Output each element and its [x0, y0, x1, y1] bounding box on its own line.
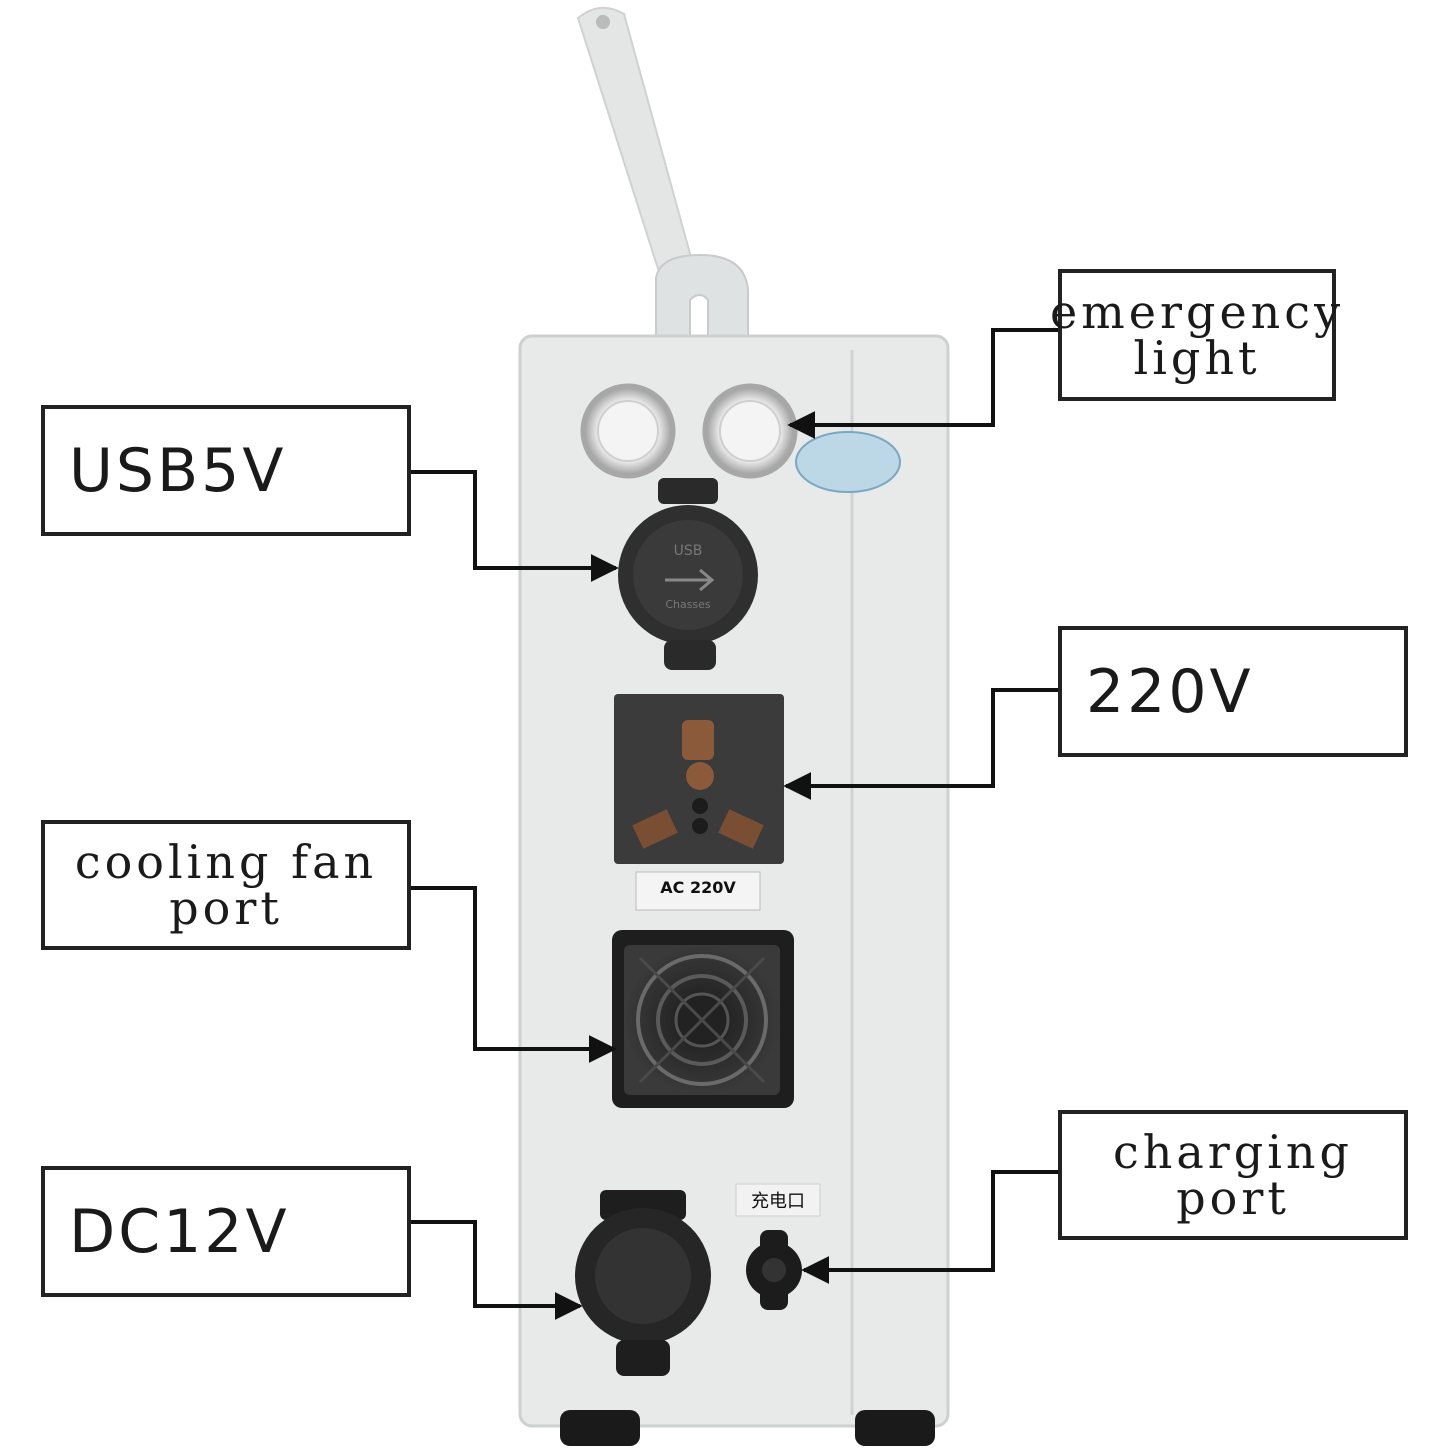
label-charging-port: charging port	[1058, 1110, 1408, 1240]
usb-port-sub-text: Chasses	[665, 598, 711, 611]
connector-charging-port	[801, 1170, 1060, 1284]
label-usb5v-text: USB5V	[69, 435, 287, 506]
connector-lines	[410, 328, 1062, 1320]
ac-socket: AC 220V	[614, 694, 784, 911]
label-emergency-light-line1: emergency	[1049, 285, 1345, 339]
label-dc12v: DC12V	[41, 1166, 411, 1297]
qc-sticker	[795, 431, 901, 493]
label-charging-port-line1: charging	[1112, 1125, 1354, 1179]
charging-port: 充电口	[735, 1183, 821, 1310]
label-usb5v: USB5V	[41, 405, 411, 536]
dc12v-socket	[575, 1190, 711, 1376]
emergency-light-leds	[580, 383, 798, 479]
connector-220v	[783, 688, 1060, 800]
label-emergency-light-line2: light	[1133, 331, 1261, 385]
ac-label-text: AC 220V	[660, 878, 736, 897]
label-cooling-fan-port-line2: port	[169, 881, 283, 935]
connector-emergency-light	[787, 328, 1062, 439]
connector-usb5v	[410, 470, 619, 582]
usb-port-text: USB	[674, 543, 703, 559]
label-220v: 220V	[1058, 626, 1408, 757]
connector-dc12v	[410, 1220, 583, 1320]
label-emergency-light: emergency light	[1050, 269, 1340, 401]
cooling-fan	[612, 930, 794, 1108]
label-dc12v-text: DC12V	[69, 1196, 290, 1267]
charge-port-label: 充电口	[751, 1191, 805, 1212]
label-charging-port-line2: port	[1176, 1171, 1290, 1225]
usb-port: USB Chasses	[618, 478, 758, 670]
label-cooling-fan-port: cooling fan port	[41, 820, 411, 950]
label-cooling-fan-port-line1: cooling fan	[74, 835, 378, 889]
connector-cooling-fan	[410, 886, 617, 1063]
device-handle	[576, 7, 749, 346]
label-220v-text: 220V	[1086, 656, 1254, 727]
